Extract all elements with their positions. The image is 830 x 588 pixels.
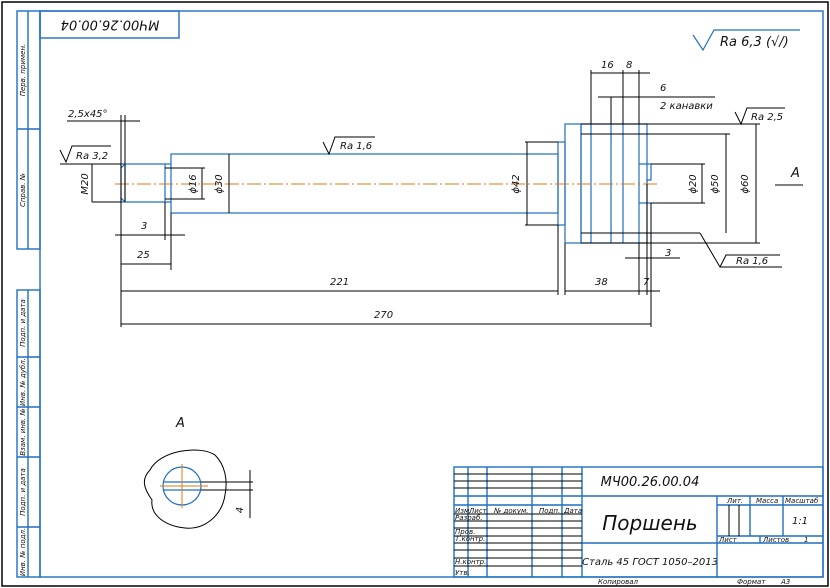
hdr-list: Лист xyxy=(468,507,488,515)
dim-25: 25 xyxy=(137,250,150,261)
dim-270: 270 xyxy=(374,310,393,321)
copied-label: Копировал xyxy=(598,578,639,586)
section-break-outline xyxy=(143,449,227,529)
part-name: Поршень xyxy=(602,511,697,535)
role-tech-control: Т.контр. xyxy=(455,535,485,543)
dim-221: 221 xyxy=(330,277,349,288)
stamp-sign-date-1: Подп. и дата xyxy=(19,299,27,347)
dim-chamfer: 2,5x45° xyxy=(68,109,108,120)
hdr-date: Дата xyxy=(563,507,582,515)
dim-m20: M20 xyxy=(80,173,91,194)
view-a-label: A xyxy=(790,166,800,181)
dimensions: 2,5x45° Ra 3,2 M20 ϕ16 ϕ30 Ra 1,6 ϕ42 16… xyxy=(59,60,803,327)
role-approved: Утв. xyxy=(455,569,470,577)
title-block: Изм. Лист № докум. Подп. Дата Разраб. Пр… xyxy=(453,466,824,586)
rotated-code-box: МЧ00.26.00.04 xyxy=(39,10,180,39)
dim-7: 7 xyxy=(643,277,650,288)
dim-d30: ϕ30 xyxy=(214,174,225,193)
ra-left: Ra 3,2 xyxy=(76,151,108,162)
ra-right-bottom: Ra 1,6 xyxy=(736,256,768,267)
dim-8: 8 xyxy=(626,60,632,71)
stamp-sign-date-2: Подп. и дата xyxy=(19,468,27,516)
hdr-sign: Подп. xyxy=(539,507,560,515)
format-value: A3 xyxy=(780,578,790,586)
dim-d16: ϕ16 xyxy=(188,174,199,193)
scale-value: 1:1 xyxy=(792,516,808,527)
sheet-label: Лист xyxy=(718,536,738,544)
thread-section xyxy=(120,163,166,203)
role-norm-control: Н.контр. xyxy=(455,558,486,566)
part-material: Сталь 45 ГОСТ 1050–2013 xyxy=(582,557,718,568)
dim-d60: ϕ60 xyxy=(740,174,751,193)
dim-d42: ϕ42 xyxy=(511,174,522,193)
ra-shaft: Ra 1,6 xyxy=(340,141,372,152)
role-developer: Разраб. xyxy=(455,514,483,522)
section-a-label: A xyxy=(175,416,185,431)
sheets-label: Листов xyxy=(762,536,789,544)
dim-3-right: 3 xyxy=(665,248,671,259)
format-label: Формат xyxy=(737,578,766,586)
dim-16: 16 xyxy=(601,60,614,71)
grooves-note: 2 канавки xyxy=(660,101,713,112)
mass-label: Масса xyxy=(756,497,778,505)
section-view-a: A 4 xyxy=(143,416,253,529)
dim-38: 38 xyxy=(595,277,608,288)
side-stamp-bottom: Подп. и дата Инв. № дубл. Взам. инв. № П… xyxy=(16,289,41,578)
lit-label: Лит. xyxy=(726,497,743,505)
stamp-dup-inv: Инв. № дубл. xyxy=(19,358,27,406)
dim-3-left: 3 xyxy=(141,221,147,232)
role-checker: Пров. xyxy=(455,528,475,536)
dim-d20: ϕ20 xyxy=(688,174,699,193)
dim-4: 4 xyxy=(235,507,246,513)
stamp-orig-inv: Инв. № подл. xyxy=(19,528,27,576)
side-stamp-top: Перв. примен. Справ. № xyxy=(16,10,41,250)
hdr-doc: № докум. xyxy=(493,507,529,515)
dim-6: 6 xyxy=(660,83,666,94)
stamp-ref-no: Справ. № xyxy=(19,173,27,207)
sheets-value: 1 xyxy=(804,536,808,544)
stamp-repl-inv: Взам. инв. № xyxy=(19,408,27,456)
inner-frame xyxy=(39,10,824,578)
general-roughness: Ra 6,3 (√/) xyxy=(692,29,800,52)
general-roughness-text: Ra 6,3 (√/) xyxy=(720,35,789,50)
rotated-code: МЧ00.26.00.04 xyxy=(61,17,160,32)
title-code: МЧ00.26.00.04 xyxy=(601,475,700,490)
stamp-first-use: Перв. примен. xyxy=(19,44,27,97)
scale-label: Масштаб xyxy=(785,497,819,505)
ra-right-top: Ra 2,5 xyxy=(751,112,783,123)
hdr-izm: Изм. xyxy=(455,507,471,515)
piston-part xyxy=(115,123,760,244)
dim-d50: ϕ50 xyxy=(710,174,721,193)
